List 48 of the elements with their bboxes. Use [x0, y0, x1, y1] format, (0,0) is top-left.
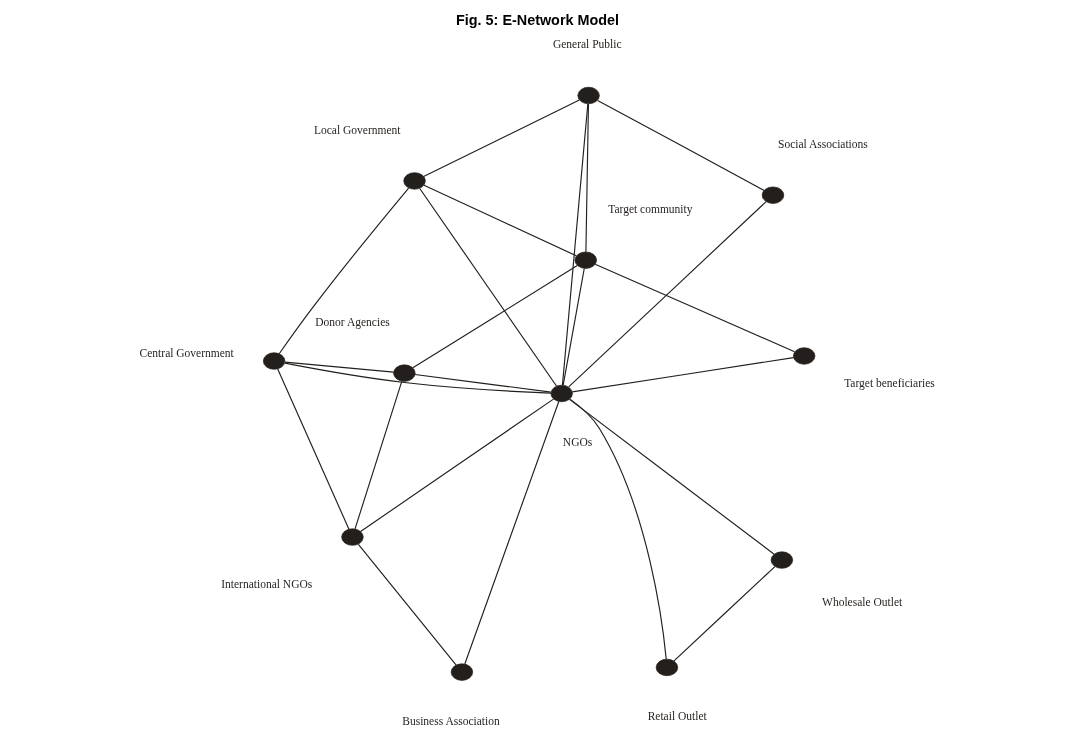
node-label: Target beneficiaries — [844, 376, 935, 389]
node-circle — [793, 347, 816, 365]
connector — [423, 99, 580, 178]
connector — [673, 566, 776, 662]
connector — [278, 187, 410, 355]
connector — [597, 99, 765, 191]
node-label: Target community — [608, 202, 693, 215]
node-circle — [761, 186, 785, 204]
node-circle — [341, 528, 364, 546]
node-label: Local Government — [314, 123, 401, 136]
connector — [571, 357, 795, 393]
connector — [568, 201, 767, 388]
node-label: Wholesale Outlet — [822, 596, 903, 609]
connector — [594, 263, 796, 353]
connector — [360, 398, 555, 533]
node-circle — [262, 352, 286, 370]
connector — [277, 368, 350, 530]
connector — [354, 380, 403, 530]
node-circle — [403, 172, 426, 190]
node-circle — [655, 658, 679, 677]
node-label: International NGOs — [221, 578, 313, 591]
connector — [568, 398, 775, 555]
connector — [562, 267, 585, 386]
connector — [569, 398, 667, 660]
node-circle — [770, 551, 794, 569]
connector — [419, 187, 558, 387]
node-circle — [450, 663, 474, 681]
node-label: Social Associations — [778, 137, 868, 150]
connector — [412, 264, 578, 369]
node-label: Retail Outlet — [647, 710, 707, 723]
connector — [357, 543, 457, 666]
node-label: Central Government — [139, 346, 234, 359]
node-label: Business Association — [402, 714, 500, 727]
node-circle — [577, 86, 600, 105]
connector — [464, 400, 560, 665]
connector — [561, 103, 589, 386]
connector — [414, 373, 552, 393]
node-circle — [393, 364, 416, 382]
connector — [423, 184, 577, 257]
connector — [585, 103, 590, 253]
connector — [284, 361, 395, 373]
connector — [284, 362, 552, 394]
node-label: Donor Agencies — [315, 315, 390, 328]
node-label: NGOs — [562, 436, 593, 449]
node-circle — [574, 251, 597, 269]
node-circle — [550, 384, 573, 403]
diagram-title: Fig. 5: E-Network Model — [456, 11, 620, 28]
node-label: General Public — [552, 38, 622, 51]
